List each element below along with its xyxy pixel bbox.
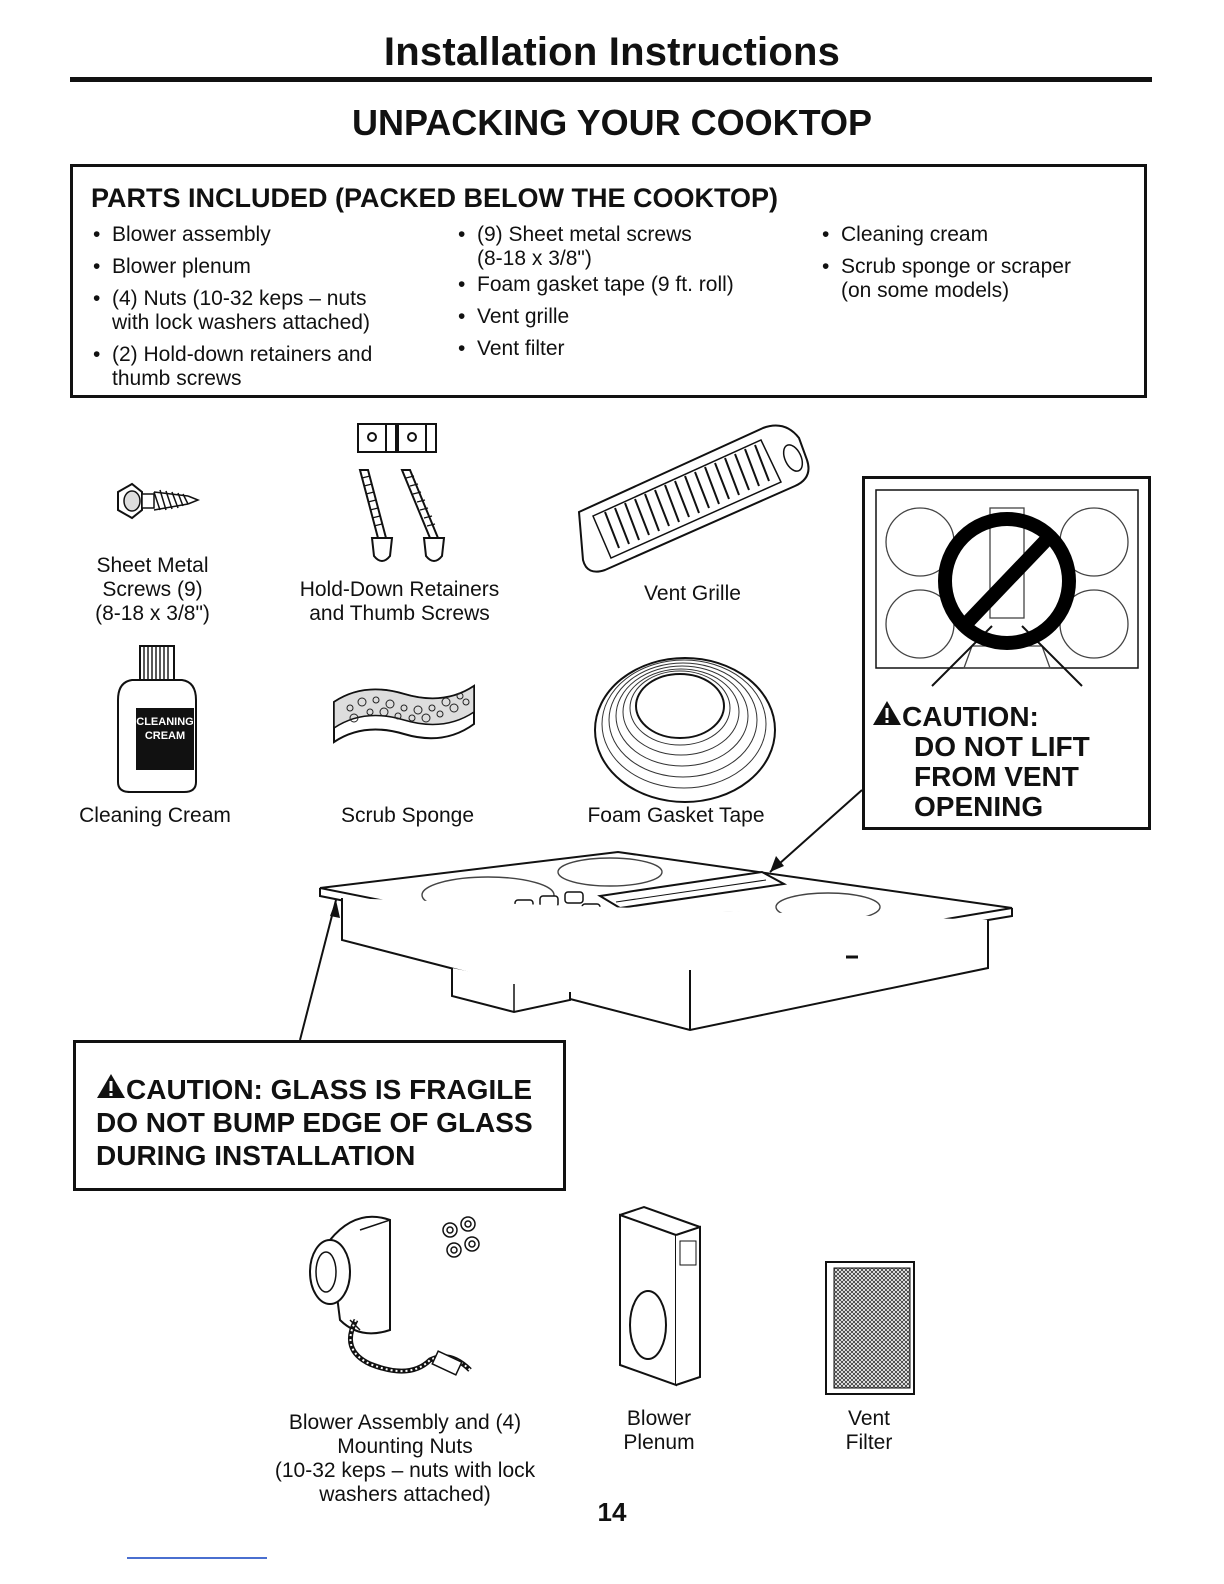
- list-item: Vent filter: [456, 337, 816, 361]
- caption-foam-gasket-tape: Foam Gasket Tape: [587, 804, 765, 827]
- page-header-title: Installation Instructions: [383, 30, 841, 74]
- scrub-sponge-illustration: [333, 684, 475, 744]
- hold-down-retainers-illustration: [357, 423, 446, 562]
- caution-do-not-lift-box: [862, 476, 1151, 830]
- list-item: Blower assembly: [91, 223, 451, 247]
- caption-cleaning-cream: Cleaning Cream: [79, 804, 231, 827]
- caption-scrub-sponge: Scrub Sponge: [340, 804, 475, 827]
- vent-filter-illustration: [825, 1261, 915, 1395]
- parts-included-box: PARTS INCLUDED (PACKED BELOW THE COOKTOP…: [70, 164, 1147, 398]
- list-item: (9) Sheet metal screws(8-18 x 3/8"): [456, 223, 816, 271]
- caption-blower-assembly: Blower Assembly and (4) Mounting Nuts (1…: [274, 1411, 536, 1506]
- parts-column-1: Blower assembly Blower plenum (4) Nuts (…: [91, 223, 451, 399]
- bottom-link-underline[interactable]: [127, 1557, 267, 1559]
- caption-sheet-metal-screws: Sheet Metal Screws (9) (8-18 x 3/8"): [95, 554, 210, 625]
- caption-blower-plenum: Blower Plenum: [623, 1407, 695, 1454]
- cooktop-no-lift-illustration: [875, 489, 1139, 687]
- list-item: Blower plenum: [91, 255, 451, 279]
- list-item: Scrub sponge or scraper(on some models): [820, 255, 1140, 303]
- parts-column-3: Cleaning cream Scrub sponge or scraper(o…: [820, 223, 1140, 311]
- warning-icon: [97, 1074, 125, 1098]
- blower-assembly-illustration: [309, 1215, 480, 1376]
- list-item: Cleaning cream: [820, 223, 1140, 247]
- parts-heading: PARTS INCLUDED (PACKED BELOW THE COOKTOP…: [91, 183, 778, 213]
- sheet-metal-screw-illustration: [117, 482, 201, 520]
- bottle-label-text: CREAM: [145, 730, 185, 742]
- blower-plenum-illustration: [619, 1205, 701, 1387]
- page-number: 14: [597, 1497, 627, 1527]
- parts-column-2: (9) Sheet metal screws(8-18 x 3/8") Foam…: [456, 223, 816, 369]
- vent-grille-illustration: [577, 424, 810, 573]
- list-item: Foam gasket tape (9 ft. roll): [456, 273, 816, 297]
- caption-vent-filter: Vent Filter: [845, 1407, 893, 1454]
- caution-glass-fragile-text: CAUTION: GLASS IS FRAGILE DO NOT BUMP ED…: [96, 1074, 533, 1171]
- foam-gasket-tape-illustration: [594, 657, 776, 803]
- caption-hold-down-retainers: Hold-Down Retainers and Thumb Screws: [299, 578, 500, 625]
- section-title: UNPACKING YOUR COOKTOP: [351, 102, 873, 143]
- caution-glass-fragile-box: CAUTION: GLASS IS FRAGILE DO NOT BUMP ED…: [73, 1040, 566, 1191]
- caption-vent-grille: Vent Grille: [644, 582, 741, 605]
- bottle-label-text: CLEANING: [136, 716, 193, 728]
- cleaning-cream-bottle-illustration: CLEANING CREAM: [117, 645, 197, 793]
- header-divider: [70, 77, 1152, 82]
- list-item: Vent grille: [456, 305, 816, 329]
- caution-do-not-lift-text: CAUTION: DO NOT LIFT FROM VENT OPENING: [872, 700, 1090, 822]
- warning-icon: [873, 701, 901, 725]
